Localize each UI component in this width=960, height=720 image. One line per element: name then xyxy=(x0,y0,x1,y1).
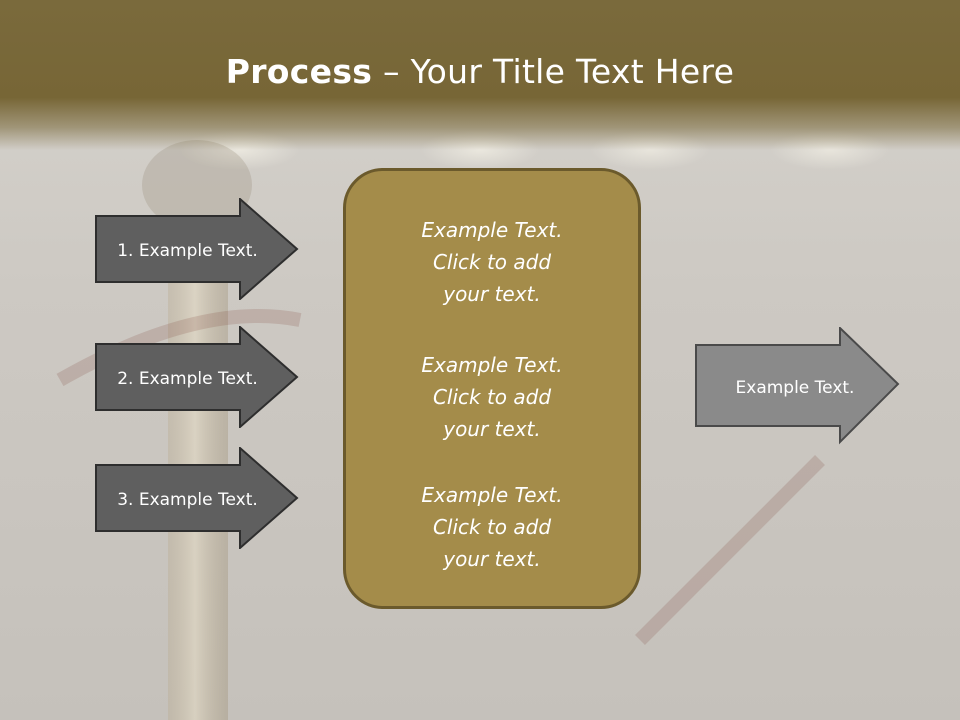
step-arrow-2[interactable]: 2. Example Text. xyxy=(95,324,299,432)
center-text-item-3: Example Text. Click to add your text. xyxy=(421,483,563,571)
center-text-box[interactable]: Example Text. Click to add your text. Ex… xyxy=(343,168,641,609)
center-text-item-1: Example Text. Click to add your text. xyxy=(421,218,563,306)
right-arrow-shape-icon xyxy=(95,324,299,430)
slide-title[interactable]: Process – Your Title Text Here xyxy=(0,52,960,91)
title-bold-part: Process xyxy=(225,52,373,91)
right-arrow-shape-icon xyxy=(95,445,299,551)
step-label: 2. Example Text. xyxy=(117,369,258,389)
step-arrow-3[interactable]: 3. Example Text. xyxy=(95,445,299,553)
result-arrow[interactable]: Example Text. xyxy=(695,325,901,449)
title-rest-part: – Your Title Text Here xyxy=(372,52,735,91)
title-bar xyxy=(0,0,960,150)
result-label: Example Text. xyxy=(735,378,855,398)
step-label: 1. Example Text. xyxy=(117,241,258,261)
step-label: 3. Example Text. xyxy=(117,490,258,510)
right-arrow-shape-icon xyxy=(695,325,900,445)
step-arrow-1[interactable]: 1. Example Text. xyxy=(95,196,299,304)
center-text-item-2: Example Text. Click to add your text. xyxy=(421,353,563,441)
right-arrow-shape-icon xyxy=(95,196,299,302)
